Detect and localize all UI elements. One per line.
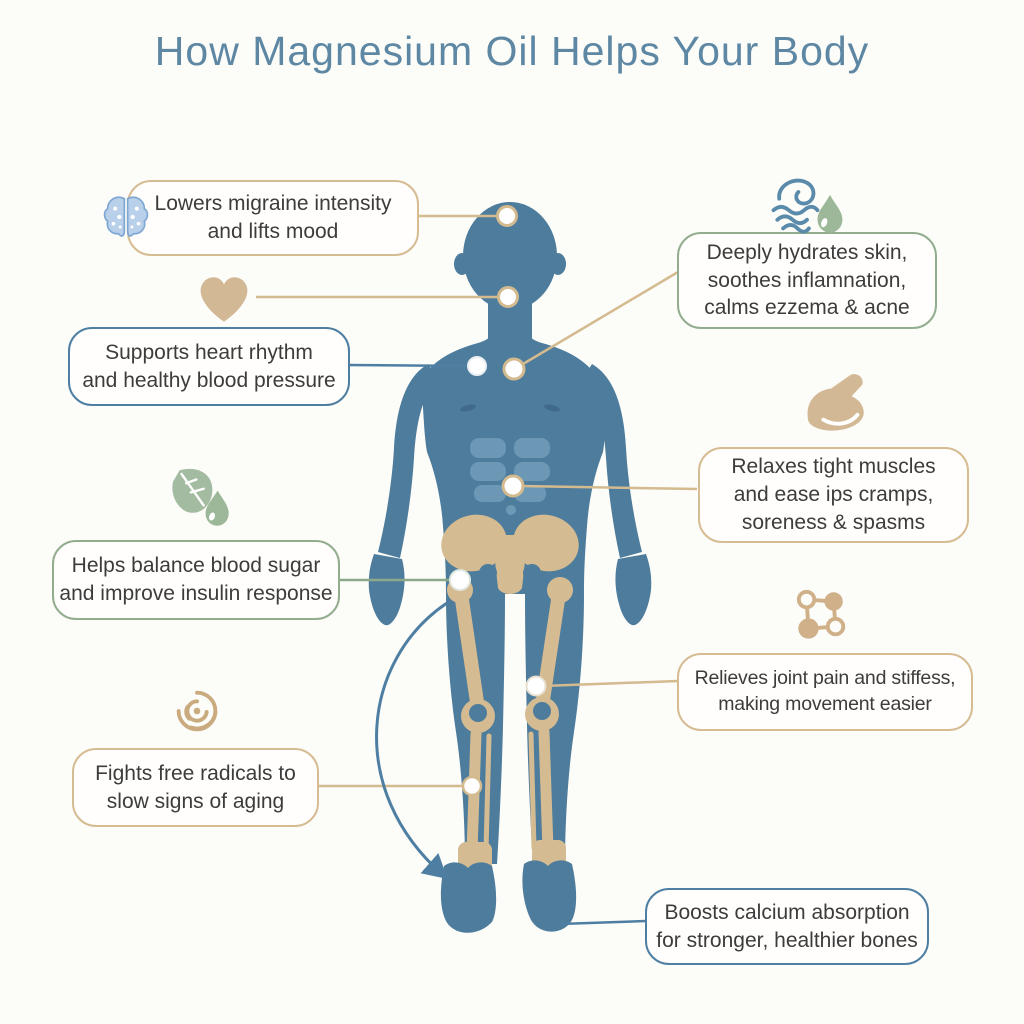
connector-bones (559, 919, 647, 926)
molecule-icon (793, 586, 851, 644)
callout-line: and improve insulin response (59, 582, 333, 605)
dot-hip (449, 569, 471, 591)
dot-shin (461, 775, 483, 797)
page-title: How Magnesium Oil Helps Your Body (154, 28, 870, 74)
callout-muscles: Relaxes tight muscles and ease ips cramp… (698, 447, 969, 543)
callout-line: Relieves joint pain and stiffess, (694, 667, 956, 690)
connector-heart-box (346, 363, 472, 368)
spiral-icon (168, 682, 226, 740)
callout-heart: Supports heart rhythm and healthy blood … (68, 327, 350, 406)
brain-icon (100, 192, 152, 242)
callout-line: Supports heart rhythm (105, 340, 313, 364)
callout-blood-sugar: Helps balance blood sugar and improve in… (52, 540, 340, 620)
callout-line: Boosts calcium absorption (664, 900, 910, 924)
callout-free-radicals: Fights free radicals to slow signs of ag… (72, 748, 319, 827)
callout-line: and lifts mood (207, 220, 339, 243)
heart-icon (193, 266, 255, 330)
dot-chest-left (467, 356, 487, 376)
connector-lines (256, 214, 698, 926)
callout-line: soreness & spasms (741, 510, 926, 534)
callout-line: soothes inflamnation, (707, 268, 907, 292)
callout-line: and ease ips cramps, (733, 483, 934, 507)
callout-line: Relaxes tight muscles (731, 455, 936, 479)
callout-line: and healthy blood pressure (82, 368, 336, 392)
connector-skin (517, 270, 679, 369)
dot-chest-center (502, 357, 526, 381)
callout-line: Deeply hydrates skin, (706, 240, 908, 264)
callout-line: Lowers migraine intensity (154, 192, 392, 216)
feet (440, 860, 577, 933)
bicep-icon (800, 370, 874, 442)
dot-neck (497, 286, 519, 308)
arrow-to-foot (375, 601, 448, 879)
callout-migraine: Lowers migraine intensity and lifts mood (127, 180, 419, 256)
dot-head (496, 205, 518, 227)
callout-line: making movement easier (718, 693, 932, 715)
dot-knee (525, 675, 547, 697)
dot-abdomen (501, 474, 525, 498)
callout-line: Helps balance blood sugar (71, 554, 321, 578)
leaf-droplet-icon (163, 462, 237, 534)
marker-dots (449, 205, 547, 797)
callout-line: slow signs of aging (106, 789, 285, 813)
connector-muscles (519, 484, 698, 491)
callout-line: for stronger, healthier bones (656, 928, 918, 952)
abs-muscles (470, 438, 550, 515)
callout-line: calms ezzema & acne (704, 296, 910, 320)
callout-joints: Relieves joint pain and stiffess, making… (677, 653, 973, 731)
callout-line: Fights free radicals to (95, 761, 296, 785)
callout-bones: Boosts calcium absorption for stronger, … (645, 888, 929, 965)
callout-skin: Deeply hydrates skin, soothes inflamnati… (677, 232, 937, 329)
connector-joints (542, 679, 679, 688)
wave-droplet-icon (763, 170, 851, 237)
